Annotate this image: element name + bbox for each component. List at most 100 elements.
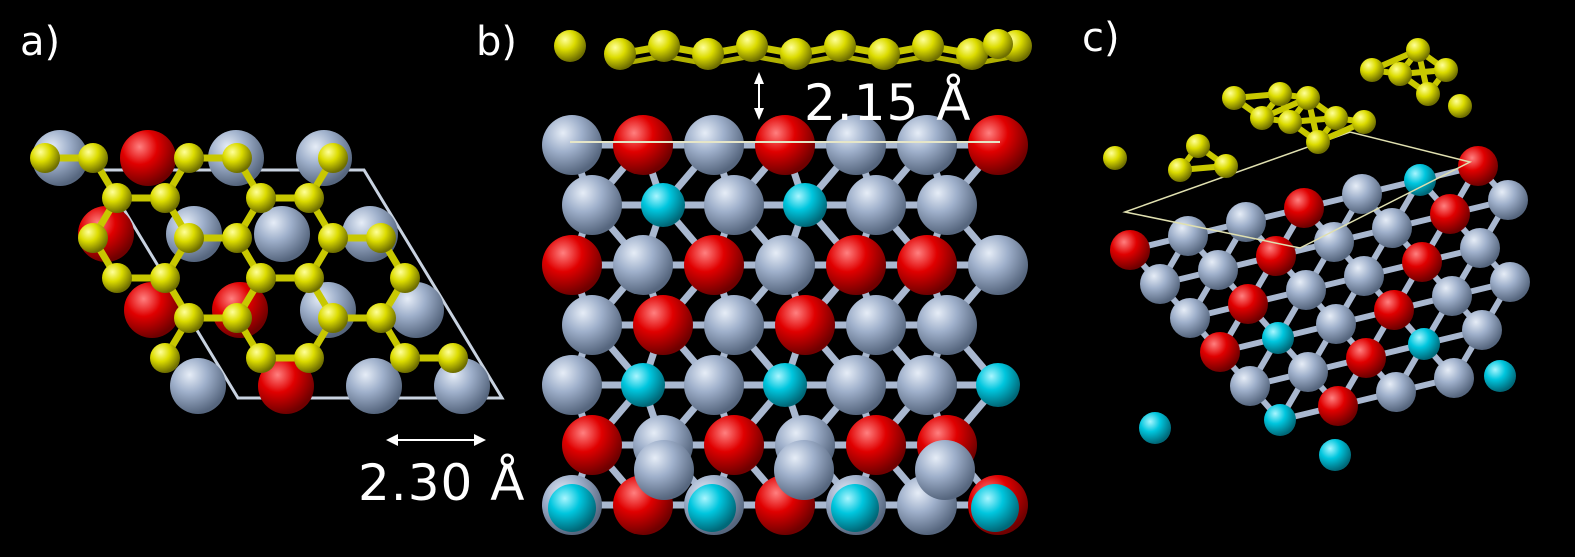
- boron-atom: [150, 263, 180, 293]
- grey-atom: [1432, 276, 1472, 316]
- grey-atom: [542, 115, 602, 175]
- boron-atom: [366, 303, 396, 333]
- panel-label-c: c): [1082, 15, 1120, 61]
- oxygen-atom: [1430, 194, 1470, 234]
- grey-atom: [1230, 366, 1270, 406]
- adsorption-height-label-b: 2.15 Å: [804, 74, 972, 132]
- grey-atom: [542, 355, 602, 415]
- cyan-atom: [688, 484, 736, 532]
- boron-atom: [604, 38, 636, 70]
- cyan-atom: [976, 363, 1020, 407]
- oxygen-atom: [1200, 332, 1240, 372]
- cyan-atom: [1319, 439, 1351, 471]
- grey-atom: [1316, 304, 1356, 344]
- oxygen-atom: [968, 115, 1028, 175]
- oxygen-atom: [755, 115, 815, 175]
- grey-atom: [897, 115, 957, 175]
- grey-atom: [897, 355, 957, 415]
- boron-atom: [1406, 38, 1430, 62]
- boron-atom: [1250, 106, 1274, 130]
- cyan-atom: [763, 363, 807, 407]
- oxygen-atom: [124, 282, 180, 338]
- grey-atom: [613, 235, 673, 295]
- cyan-atom: [831, 484, 879, 532]
- grey-atom: [1376, 372, 1416, 412]
- oxygen-atom: [1284, 188, 1324, 228]
- boron-atom: [174, 143, 204, 173]
- oxygen-atom: [562, 415, 622, 475]
- boron-atom: [1168, 158, 1192, 182]
- boron-atom: [1434, 58, 1458, 82]
- oxygen-atom: [1374, 290, 1414, 330]
- grey-atom: [1434, 358, 1474, 398]
- grey-atom: [1372, 208, 1412, 248]
- grey-atom: [1286, 270, 1326, 310]
- boron-atom: [294, 263, 324, 293]
- cyan-atom: [621, 363, 665, 407]
- boron-atom: [1352, 110, 1376, 134]
- arrow-head-down: [754, 108, 764, 120]
- boron-atom: [554, 30, 586, 62]
- arrow-head-left: [386, 434, 398, 446]
- boron-atom: [150, 183, 180, 213]
- grey-atom: [1288, 352, 1328, 392]
- grey-atom: [915, 440, 975, 500]
- boron-atom: [246, 263, 276, 293]
- surface-plane: [1122, 131, 1473, 249]
- panel-c-perspective-view: [1103, 38, 1530, 471]
- oxygen-atom: [684, 235, 744, 295]
- boron-atom: [78, 143, 108, 173]
- oxygen-atom: [258, 358, 314, 414]
- boron-atom: [868, 38, 900, 70]
- grey-atom: [1140, 264, 1180, 304]
- grey-atom: [562, 295, 622, 355]
- boron-atom: [102, 183, 132, 213]
- boron-atom: [648, 30, 680, 62]
- boron-atom: [956, 38, 988, 70]
- boron-atom: [318, 303, 348, 333]
- boron-atom: [1306, 130, 1330, 154]
- panel-label-b: b): [476, 19, 517, 65]
- panel-a-top-view: [30, 130, 505, 414]
- boron-atom: [1324, 106, 1348, 130]
- grey-atom: [1344, 256, 1384, 296]
- annotations: [386, 72, 764, 446]
- grey-atom: [684, 355, 744, 415]
- grey-atom: [388, 282, 444, 338]
- grey-atom: [1170, 298, 1210, 338]
- boron-atom: [318, 223, 348, 253]
- grey-atom: [1198, 250, 1238, 290]
- grey-atom: [634, 440, 694, 500]
- oxygen-atom: [542, 235, 602, 295]
- boron-atom: [222, 303, 252, 333]
- boron-atom: [824, 30, 856, 62]
- cyan-atom: [548, 484, 596, 532]
- boron-atom: [390, 263, 420, 293]
- boron-atom: [983, 29, 1013, 59]
- boron-atom: [174, 303, 204, 333]
- boron-atom: [294, 343, 324, 373]
- arrow-head-right: [474, 434, 486, 446]
- oxygen-atom: [826, 235, 886, 295]
- grey-atom: [774, 440, 834, 500]
- boron-atom: [246, 343, 276, 373]
- boron-atom: [390, 343, 420, 373]
- grey-atom: [562, 175, 622, 235]
- boron-atom: [1278, 110, 1302, 134]
- oxygen-atom: [775, 295, 835, 355]
- grey-atom: [826, 355, 886, 415]
- boron-atom: [1214, 154, 1238, 178]
- grey-atom: [1460, 228, 1500, 268]
- grey-atom: [1226, 202, 1266, 242]
- grey-atom: [170, 358, 226, 414]
- grey-atom: [826, 115, 886, 175]
- boron-atom: [102, 263, 132, 293]
- oxygen-atom: [1458, 146, 1498, 186]
- grey-atom: [254, 206, 310, 262]
- grey-atom: [846, 175, 906, 235]
- oxygen-atom: [613, 115, 673, 175]
- grey-atom: [755, 235, 815, 295]
- panel-b-side-view: [542, 29, 1032, 535]
- grey-atom: [704, 295, 764, 355]
